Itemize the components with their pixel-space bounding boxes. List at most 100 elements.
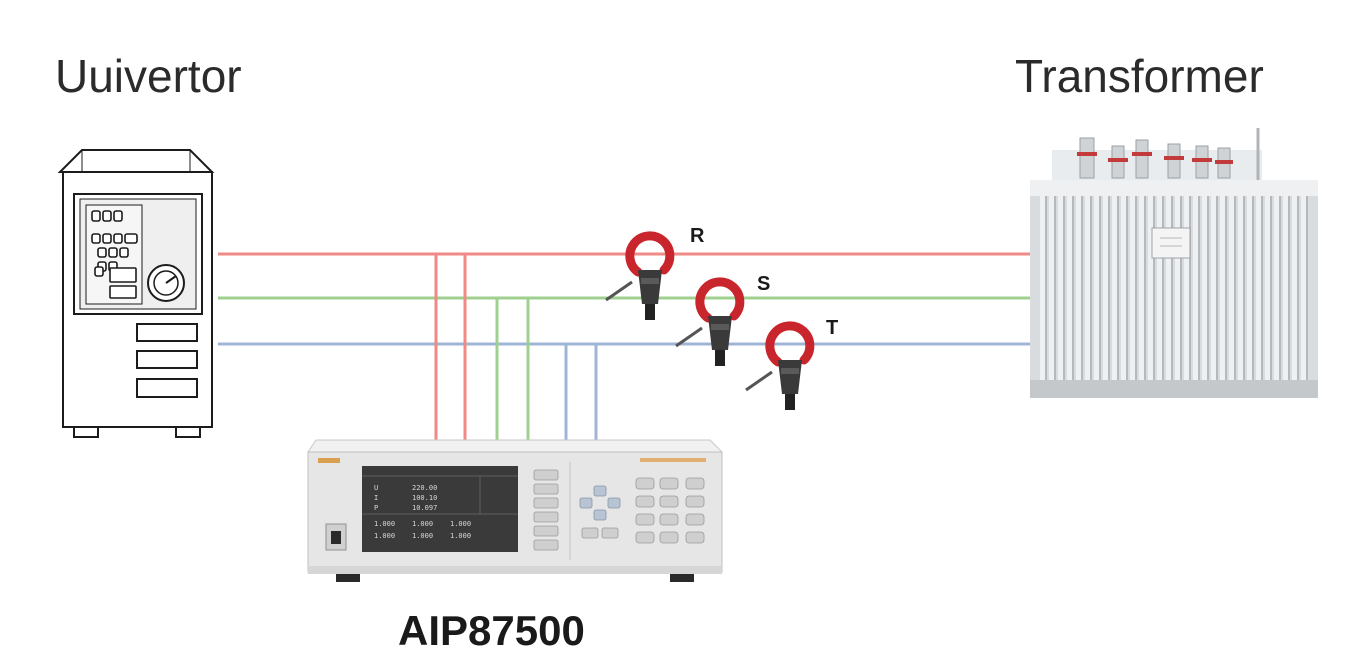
analyzer-key (635, 495, 655, 508)
clamp-grip (645, 304, 655, 320)
clamp-handle (708, 316, 732, 350)
transformer-fin-shadow (1198, 196, 1200, 380)
transformer-fin-shadow (1153, 196, 1155, 380)
clamp-handle (778, 360, 802, 394)
transformer-fin (1094, 196, 1099, 380)
transformer-fin (1229, 196, 1234, 380)
svg-text:100.10: 100.10 (412, 494, 437, 502)
transformer-fin-shadow (1261, 196, 1263, 380)
transformer-fin (1274, 196, 1279, 380)
transformer-fin (1076, 196, 1081, 380)
transformer-fin (1283, 196, 1288, 380)
inverter-label: Uuivertor (55, 50, 242, 102)
transformer-fin-shadow (1045, 196, 1047, 380)
transformer-fin-shadow (1099, 196, 1101, 380)
transformer-fin-shadow (1207, 196, 1209, 380)
analyzer-model-label: AIP87500 (398, 607, 585, 654)
transformer-fin-shadow (1144, 196, 1146, 380)
svg-text:I: I (374, 494, 378, 502)
analyzer-key (659, 513, 679, 526)
transformer-fin-shadow (1171, 196, 1173, 380)
analyzer-key (685, 513, 705, 526)
transformer-fin-shadow (1135, 196, 1137, 380)
transformer-fin-shadow (1162, 196, 1164, 380)
clamp-band (641, 278, 659, 284)
svg-text:U: U (374, 484, 378, 492)
transformer-fin (1184, 196, 1189, 380)
clamp-grip (785, 394, 795, 410)
transformer-fin (1265, 196, 1270, 380)
current-clamp-icon (605, 231, 675, 320)
transformer-fin-shadow (1297, 196, 1299, 380)
transformer-fin-shadow (1225, 196, 1227, 380)
transformer-fin (1166, 196, 1171, 380)
analyzer-key (659, 495, 679, 508)
wires (218, 252, 1030, 440)
current-clamp-icon (745, 321, 815, 410)
transformer-label: Transformer (1015, 50, 1264, 102)
analyzer-key (659, 531, 679, 544)
transformer-fin (1175, 196, 1180, 380)
oil-transformer-icon (1030, 128, 1318, 398)
transformer-fin-shadow (1054, 196, 1056, 380)
clamp-band (781, 368, 799, 374)
clamp-cable (605, 280, 633, 302)
transformer-fin-shadow (1252, 196, 1254, 380)
clamp-jaw (695, 277, 745, 323)
analyzer-key (635, 531, 655, 544)
transformer-fin (1148, 196, 1153, 380)
clamp-jaw (625, 231, 675, 277)
analyzer-key (635, 477, 655, 490)
power-analyzer-icon: U 220.00 I 100.10 P 10.097 1.000 1.000 1… (307, 439, 724, 582)
svg-text:1.000: 1.000 (374, 520, 395, 528)
transformer-fin (1130, 196, 1135, 380)
transformer-fin-shadow (1234, 196, 1236, 380)
clamp-handle (638, 270, 662, 304)
transformer-fin (1211, 196, 1216, 380)
transformer-fin-shadow (1243, 196, 1245, 380)
clamp-cable (745, 370, 773, 392)
transformer-fin (1049, 196, 1054, 380)
transformer-fin-shadow (1279, 196, 1281, 380)
transformer-fin (1301, 196, 1306, 380)
transformer-fin-shadow (1090, 196, 1092, 380)
transformer-fin (1121, 196, 1126, 380)
transformer-fin (1193, 196, 1198, 380)
clamp-grip (715, 350, 725, 366)
transformer-fin (1238, 196, 1243, 380)
svg-text:1.000: 1.000 (412, 532, 433, 540)
inverter-cabinet-icon (57, 149, 215, 438)
phase-r-label: R (690, 225, 705, 247)
transformer-fin (1292, 196, 1297, 380)
svg-text:220.00: 220.00 (412, 484, 437, 492)
clamp-cable (675, 326, 703, 348)
transformer-fin-shadow (1072, 196, 1074, 380)
transformer-fin (1058, 196, 1063, 380)
transformer-fin (1256, 196, 1261, 380)
analyzer-key (685, 495, 705, 508)
phase-s-label: S (757, 273, 770, 295)
transformer-fin-shadow (1117, 196, 1119, 380)
analyzer-key (685, 531, 705, 544)
svg-text:P: P (374, 504, 378, 512)
transformer-fin (1112, 196, 1117, 380)
svg-text:1.000: 1.000 (450, 532, 471, 540)
current-clamps (605, 231, 815, 410)
transformer-fin-shadow (1108, 196, 1110, 380)
transformer-fin (1247, 196, 1252, 380)
transformer-fin-shadow (1306, 196, 1308, 380)
analyzer-key (635, 513, 655, 526)
transformer-fin (1157, 196, 1162, 380)
analyzer-key (685, 477, 705, 490)
transformer-fin-shadow (1288, 196, 1290, 380)
transformer-fin-shadow (1180, 196, 1182, 380)
transformer-fin-shadow (1126, 196, 1128, 380)
analyzer-keypad (635, 477, 705, 544)
svg-text:1.000: 1.000 (412, 520, 433, 528)
transformer-fins (1040, 196, 1308, 380)
transformer-fin-shadow (1216, 196, 1218, 380)
transformer-fin (1067, 196, 1072, 380)
clamp-jaw (765, 321, 815, 367)
transformer-fin (1139, 196, 1144, 380)
